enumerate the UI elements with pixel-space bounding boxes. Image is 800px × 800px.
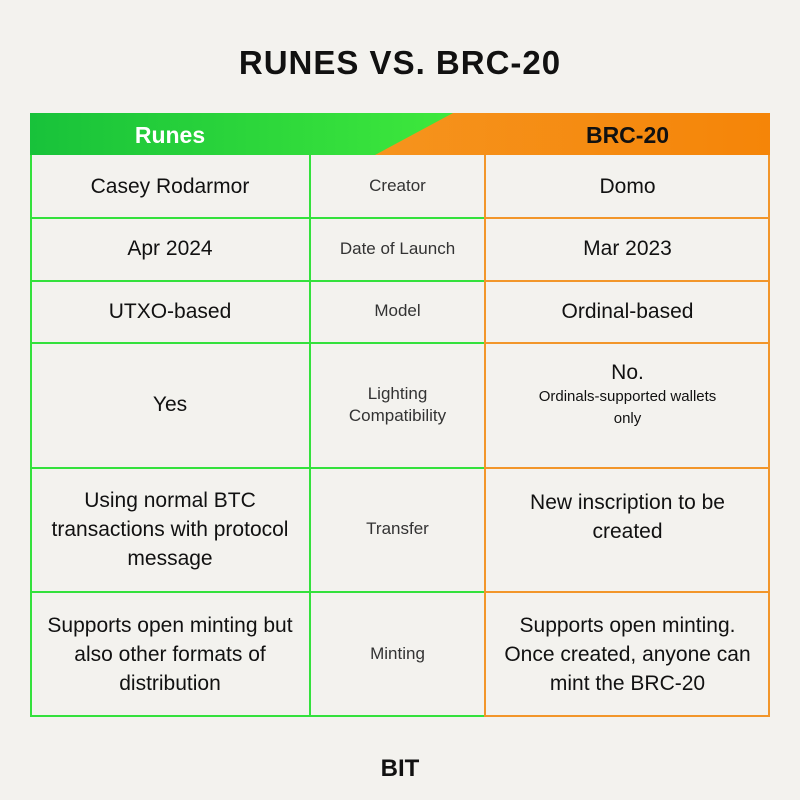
grid-line (30, 467, 485, 469)
page-title: RUNES VS. BRC-20 (238, 44, 562, 81)
grid-line (30, 280, 485, 282)
grid-line (484, 155, 486, 717)
comparison-table: Runes BRC-20 Casey Rodarmor Creator Domo… (30, 113, 770, 717)
grid-line (485, 217, 770, 219)
brc20-lightning: No. Ordinals-supported wallets only (485, 332, 770, 457)
grid-line (485, 342, 770, 344)
grid-line (30, 591, 485, 593)
label-transfer: Transfer (366, 519, 429, 538)
table-row: Yes Lighting Compatibility No. Ordinals-… (30, 342, 770, 467)
table-row: UTXO-based Model Ordinal-based (30, 280, 770, 342)
table-body: Casey Rodarmor Creator Domo Apr 2024 Dat… (30, 155, 770, 717)
grid-line (768, 155, 770, 717)
brc20-transfer: New inscription to be created (530, 491, 725, 543)
grid-line (485, 715, 770, 717)
table-row: Using normal BTC transactions with proto… (30, 467, 770, 591)
label-launch: Date of Launch (339, 238, 456, 258)
label-lightning: Lighting Compatibility (348, 383, 447, 425)
grid-line (30, 155, 32, 717)
grid-line (30, 217, 485, 219)
label-creator: Creator (369, 176, 426, 195)
table-row: Casey Rodarmor Creator Domo (30, 155, 770, 217)
bit-logo: BIT (380, 755, 420, 782)
table-row: Apr 2024 Date of Launch Mar 2023 (30, 217, 770, 280)
brc20-minting: Supports open minting. Once created, any… (504, 613, 751, 695)
brc20-lightning-answer: No. (611, 360, 644, 384)
label-minting: Minting (370, 644, 425, 663)
runes-minting: Supports open minting but also other for… (47, 613, 293, 695)
runes-launch: Apr 2024 (127, 237, 213, 260)
grid-line (309, 155, 311, 717)
table-row: Supports open minting but also other for… (30, 591, 770, 717)
grid-line (30, 715, 485, 717)
grid-line (485, 280, 770, 282)
brc20-creator: Domo (599, 174, 656, 198)
runes-transfer: Using normal BTC transactions with proto… (51, 488, 289, 570)
runes-lightning: Yes (152, 393, 188, 416)
brc20-lightning-note: Ordinals-supported wallets only (538, 387, 717, 427)
brc20-model: Ordinal-based (561, 299, 694, 323)
table-header: Runes BRC-20 (30, 113, 770, 155)
header-brc20: BRC-20 (585, 122, 670, 148)
runes-creator: Casey Rodarmor (90, 174, 250, 198)
grid-line (485, 591, 770, 593)
header-background (30, 113, 770, 155)
header-green-band (30, 113, 453, 155)
grid-line (30, 342, 485, 344)
grid-line (485, 467, 770, 469)
runes-model: UTXO-based (108, 299, 232, 323)
header-runes: Runes (134, 122, 206, 148)
label-model: Model (374, 301, 421, 320)
brc20-launch: Mar 2023 (583, 237, 672, 260)
